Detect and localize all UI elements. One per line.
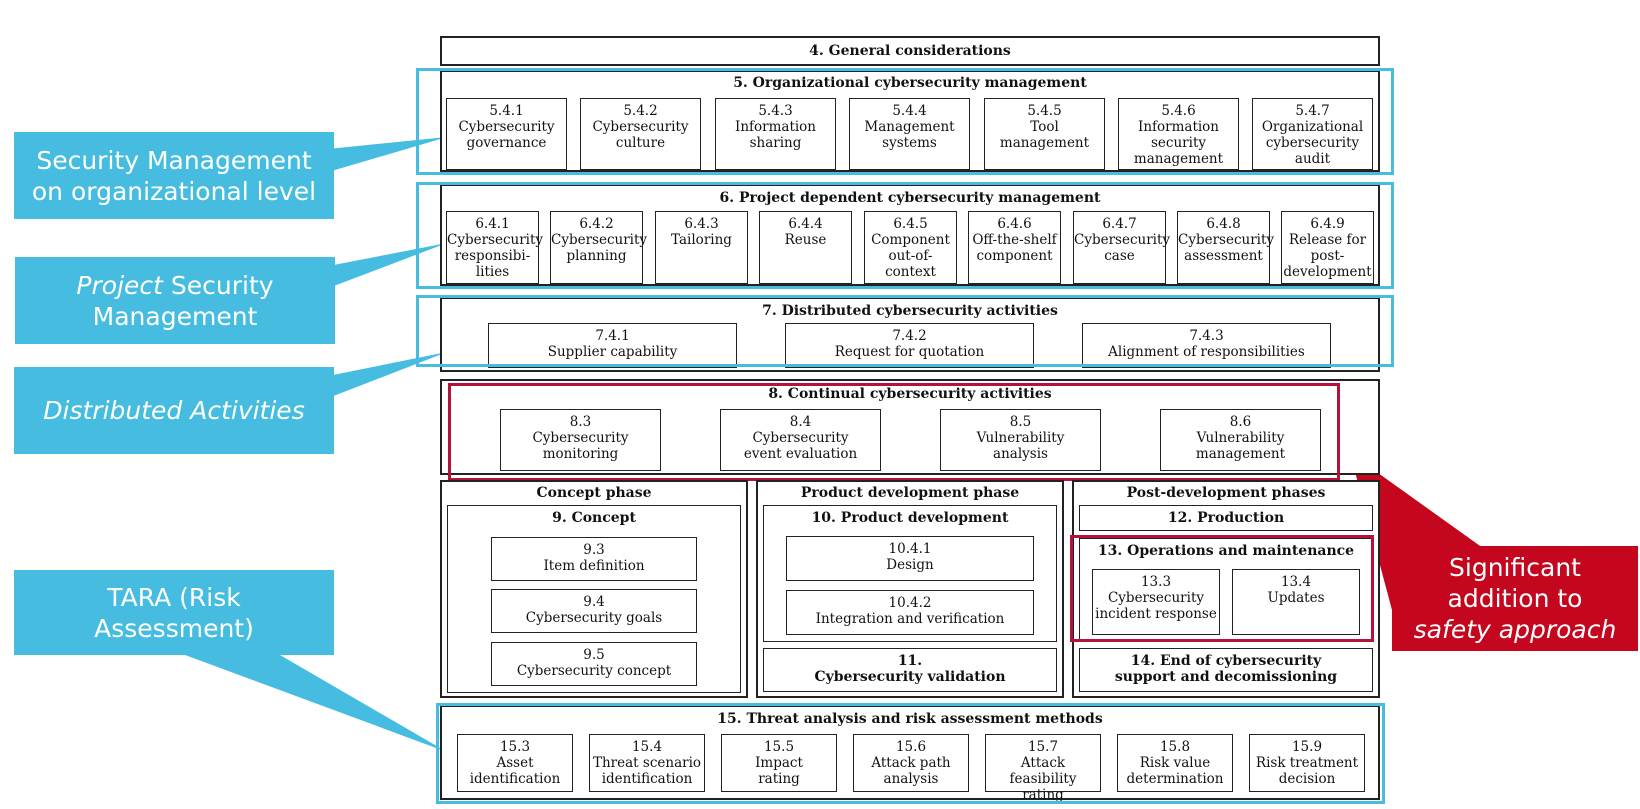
concept-title: 9. Concept xyxy=(552,510,636,526)
callout-org-security: Security Management on organizational le… xyxy=(14,132,334,219)
callout-distributed: Distributed Activities xyxy=(14,367,334,454)
concept-item: 9.3 Item definition xyxy=(491,537,697,581)
project-item: 6.4.6 Off-the-shelf component xyxy=(968,211,1061,284)
pointer-org xyxy=(318,137,447,175)
tara-item: 15.9 Risk treatment decision xyxy=(1249,734,1365,792)
org-item: 5.4.3 Information sharing xyxy=(715,98,836,170)
project-item: 6.4.3 Tailoring xyxy=(655,211,748,284)
org-item: 5.4.4 Management systems xyxy=(849,98,970,170)
continual-highlight xyxy=(448,383,1340,481)
project-item: 6.4.4 Reuse xyxy=(759,211,852,284)
distributed-title: 7. Distributed cybersecurity activities xyxy=(762,303,1058,319)
org-title: 5. Organizational cybersecurity manageme… xyxy=(733,75,1087,91)
tara-item: 15.7 Attack feasibility rating xyxy=(985,734,1101,803)
callout-project-line2: Management xyxy=(92,301,258,331)
post-phase-title: Post-development phases xyxy=(1126,485,1326,501)
tara-item: 15.3 Asset identification xyxy=(457,734,573,792)
org-item: 5.4.7 Organizational cybersecurity audit xyxy=(1252,98,1373,170)
project-title: 6. Project dependent cybersecurity manag… xyxy=(719,190,1101,206)
callout-org-line2: on organizational level xyxy=(31,176,317,206)
validation-box: 11. Cybersecurity validation xyxy=(763,648,1057,692)
project-item: 6.4.7 Cybersecurity case xyxy=(1073,211,1170,284)
callout-significant: Significant addition to safety approach xyxy=(1392,546,1638,651)
callout-tara: TARA (Risk Assessment) xyxy=(14,570,334,655)
callout-org-line1: Security Management xyxy=(36,145,312,175)
end-of-support-box: 14. End of cybersecurity support and dec… xyxy=(1079,648,1373,692)
tara-item: 15.6 Attack path analysis xyxy=(853,734,969,792)
continual-title: 8. Continual cybersecurity activities xyxy=(768,386,1052,402)
distributed-item: 7.4.3 Alignment of responsibilities xyxy=(1082,323,1331,368)
concept-box: 9. Concept xyxy=(447,505,741,693)
project-highlight xyxy=(416,182,1394,289)
org-item: 5.4.6 Information security management xyxy=(1118,98,1239,170)
tara-highlight xyxy=(436,703,1385,804)
callout-significant-line3: safety approach xyxy=(1413,615,1617,644)
tara-item: 15.4 Threat scenario identification xyxy=(589,734,705,792)
tara-item: 15.8 Risk value determination xyxy=(1117,734,1233,792)
general-considerations-title: 4. General considerations xyxy=(809,43,1011,59)
concept-item: 9.4 Cybersecurity goals xyxy=(491,589,697,633)
callout-distributed-text: Distributed Activities xyxy=(43,396,305,425)
continual-item: 8.4 Cybersecurity event evaluation xyxy=(720,409,881,471)
callout-tara-line1: TARA (Risk xyxy=(107,582,241,612)
ops-item: 13.3 Cybersecurity incident response xyxy=(1092,569,1220,635)
continual-item: 8.6 Vulnerability management xyxy=(1160,409,1321,471)
product-item: 10.4.1 Design xyxy=(786,536,1034,581)
tara-item: 15.5 Impact rating xyxy=(721,734,837,792)
continual-item: 8.3 Cybersecurity monitoring xyxy=(500,409,661,471)
distributed-highlight xyxy=(416,295,1394,367)
pointer-tara xyxy=(185,655,447,752)
project-item: 6.4.2 Cybersecurity planning xyxy=(550,211,647,284)
general-considerations-box: 4. General considerations xyxy=(440,36,1380,66)
callout-significant-line1: Significant xyxy=(1449,553,1581,582)
callout-project-security: Project Security Management xyxy=(15,257,335,344)
org-highlight xyxy=(416,68,1394,175)
org-item: 5.4.1 Cybersecurity governance xyxy=(446,98,567,170)
project-item: 6.4.1 Cybersecurity responsibi- lities xyxy=(446,211,543,284)
product-box: 10. Product development xyxy=(763,505,1057,642)
pointer-significant-2 xyxy=(1350,453,1480,610)
project-item: 6.4.5 Component out-of-context xyxy=(864,211,957,284)
product-phase-title: Product development phase xyxy=(800,485,1020,501)
project-item: 6.4.9 Release for post- development xyxy=(1281,211,1374,284)
ops-highlight xyxy=(1070,535,1374,642)
callout-significant-line2: addition to xyxy=(1447,584,1583,613)
concept-item: 9.5 Cybersecurity concept xyxy=(491,642,697,686)
distributed-item: 7.4.1 Supplier capability xyxy=(488,323,737,368)
continual-item: 8.5 Vulnerability analysis xyxy=(940,409,1101,471)
pointer-project xyxy=(318,243,447,292)
concept-phase-title: Concept phase xyxy=(536,485,652,501)
callout-project-line1: Project Security xyxy=(76,270,273,301)
ops-item: 13.4 Updates xyxy=(1232,569,1360,635)
tara-title: 15. Threat analysis and risk assessment … xyxy=(717,711,1103,727)
distributed-item: 7.4.2 Request for quotation xyxy=(785,323,1034,368)
org-item: 5.4.2 Cybersecurity culture xyxy=(580,98,701,170)
project-item: 6.4.8 Cybersecurity assessment xyxy=(1177,211,1274,284)
ops-title: 13. Operations and maintenance xyxy=(1097,543,1355,559)
callout-tara-line2: Assessment) xyxy=(94,613,254,643)
callout-project-rest: Security xyxy=(162,270,274,300)
org-item: 5.4.5 Tool management xyxy=(984,98,1105,170)
pointer-distributed xyxy=(318,352,447,402)
product-item: 10.4.2 Integration and verification xyxy=(786,590,1034,635)
callout-project-italic: Project xyxy=(76,270,163,300)
product-title: 10. Product development xyxy=(811,510,1009,526)
production-box: 12. Production xyxy=(1079,505,1373,531)
